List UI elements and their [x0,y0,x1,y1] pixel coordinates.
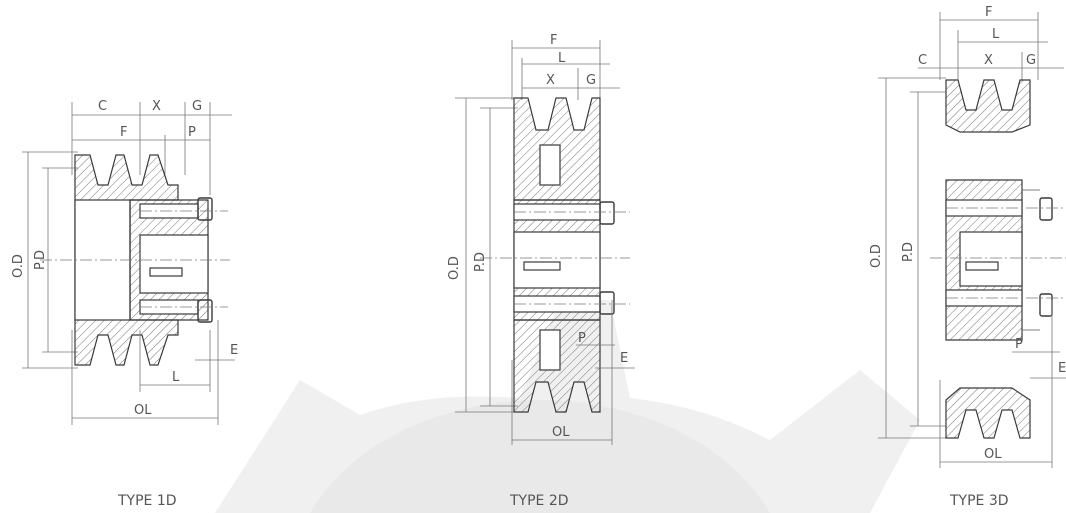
type-1d-drawing: C X G F P O.D P.D E [11,99,238,509]
dim-c-label: C [98,99,107,114]
dim-od-label: O.D [447,256,462,280]
dim-x-label: X [984,53,993,68]
dim-od-label: O.D [11,254,26,278]
dim-x-label: X [546,73,555,88]
dim-l-label: L [992,27,1000,42]
type-2d-caption: TYPE 2D [509,493,569,509]
dim-g-label: G [192,99,202,114]
dim-ol-label: OL [134,403,152,418]
dim-pd-label: P.D [901,242,916,262]
dim-l-label: L [172,370,180,385]
dim-f-label: F [985,5,992,20]
type-2d-drawing: F L X G O.D P.D P E OL TYPE 2D [447,33,635,509]
dim-ol-label: OL [984,447,1002,462]
dim-c-label: C [918,53,927,68]
dim-od-label: O.D [869,244,884,268]
dim-pd-label: P.D [473,252,488,272]
dim-e-label: E [1058,361,1066,376]
dim-f-label: F [120,125,127,140]
dim-x-label: X [152,99,161,114]
dim-p-label: P [1015,337,1023,352]
dim-p-label: P [578,331,586,346]
dim-e-label: E [620,351,628,366]
dim-ol-label: OL [552,425,570,440]
dim-e-label: E [230,343,238,358]
type-3d-drawing: F L C X G O.D P.D P E OL TYPE 3D [869,5,1066,509]
type-3d-caption: TYPE 3D [949,493,1009,509]
dim-g-label: G [1026,53,1036,68]
type-1d-caption: TYPE 1D [117,493,177,509]
dim-p-label: P [188,125,196,140]
dim-l-label: L [558,51,566,66]
dim-g-label: G [586,73,596,88]
dim-f-label: F [550,33,557,48]
